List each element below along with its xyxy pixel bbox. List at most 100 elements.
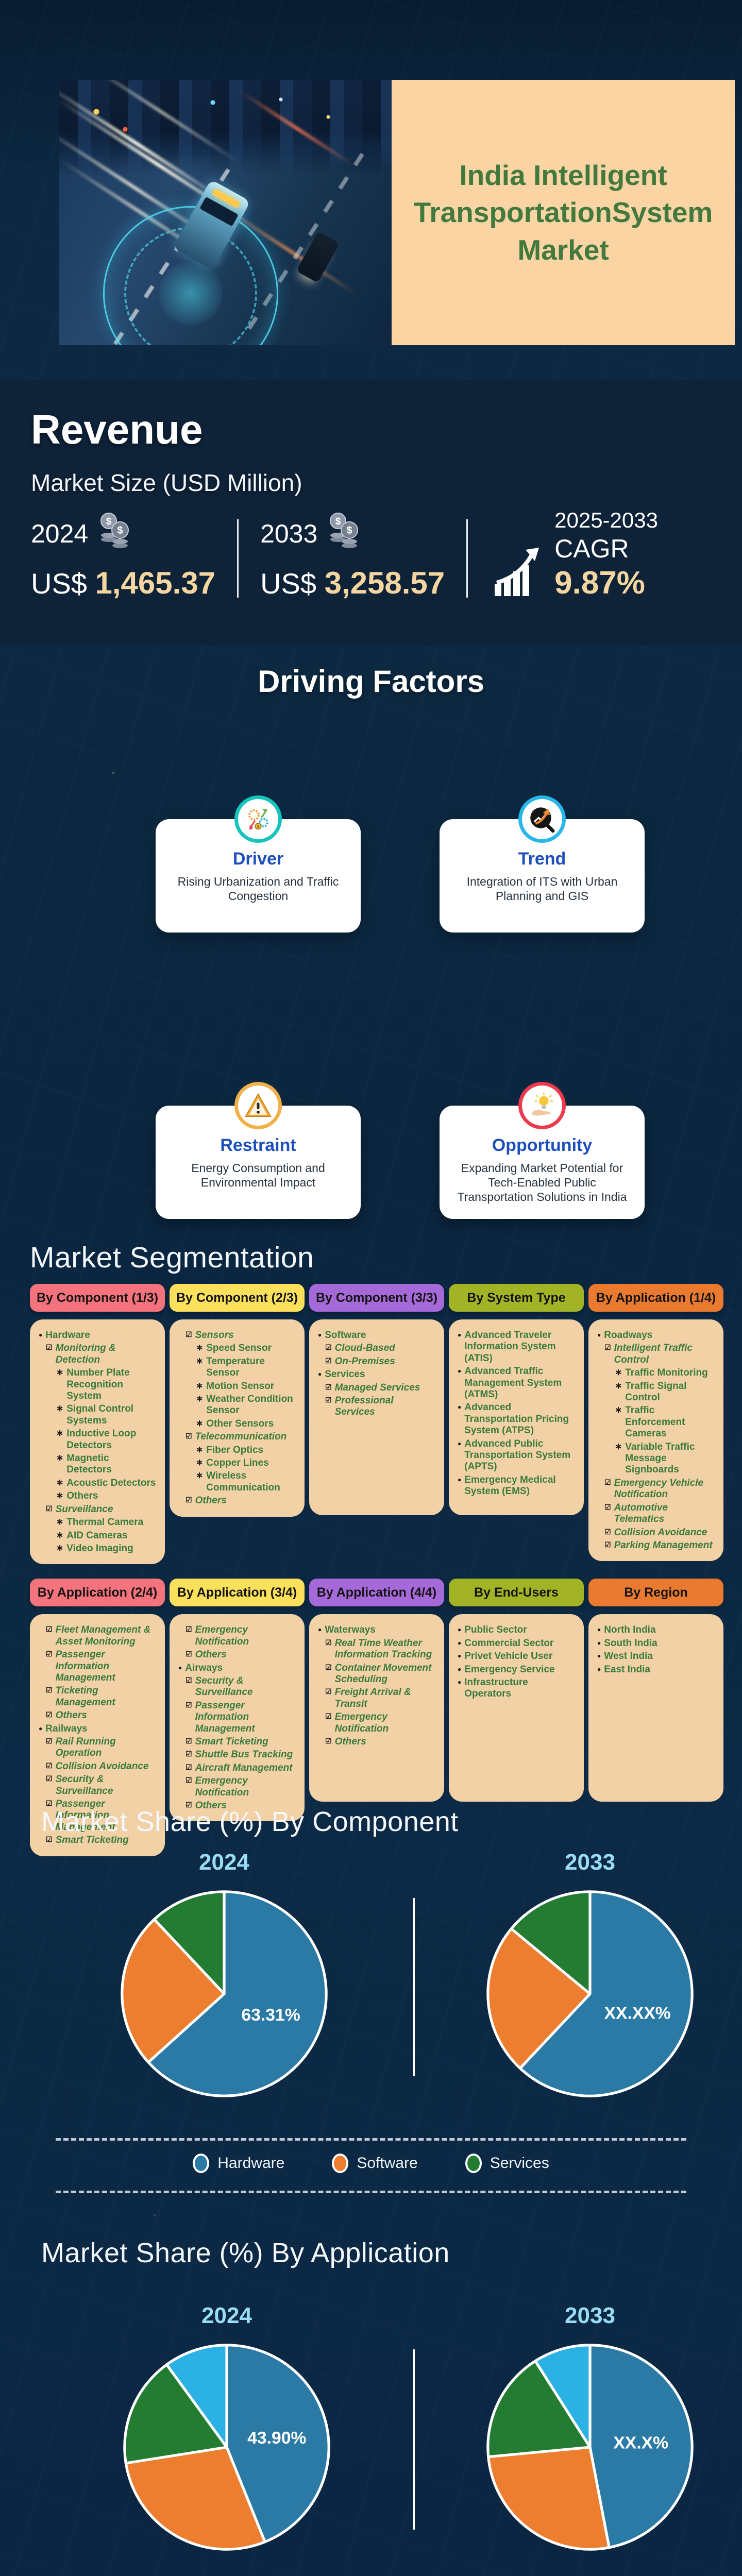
segment-header: By Application (3/4) — [170, 1579, 305, 1607]
list-item-label: Advanced Transportation Pricing System (… — [464, 1402, 569, 1436]
list-item-label: Real Time Weather Information Tracking — [334, 1637, 432, 1660]
stat-2033: 2033 $ $ US$ 3,258.57 — [260, 510, 445, 601]
bullet-icon: ● — [39, 1724, 43, 1732]
list-item: ☑Others — [185, 1495, 296, 1506]
list-item-label: Number Plate Recognition System — [66, 1367, 130, 1402]
segment-column-2: By Component (2/3)☑Sensors∗Speed Sensor∗… — [170, 1284, 305, 1517]
legend-dot — [332, 2154, 349, 2173]
checkbox-icon: ☑ — [185, 1650, 192, 1658]
asterisk-icon: ∗ — [56, 1490, 64, 1501]
gears-arrows-icon: $ — [234, 795, 282, 843]
cagr-period: 2025-2033 — [554, 508, 658, 532]
pie-chart-holder: XX.XX% — [477, 1882, 703, 2106]
checkbox-icon: ☑ — [185, 1776, 192, 1785]
share-application-heading: Market Share (%) By Application — [41, 2238, 450, 2268]
list-item: ●Commercial Sector — [458, 1638, 576, 1649]
coins-icon: $ $ — [97, 510, 130, 558]
list-item: ☑Collision Avoidance — [46, 1761, 157, 1772]
list-item-label: Intelligent Traffic Control — [614, 1343, 693, 1365]
list-item-label: Automotive Telematics — [614, 1502, 668, 1525]
checkbox-icon: ☑ — [185, 1762, 192, 1771]
factor-text: Expanding Market Potential for Tech-Enab… — [457, 1161, 627, 1204]
list-item: ●Emergency Medical System (EMS) — [458, 1475, 576, 1498]
list-item: ☑Parking Management — [604, 1540, 715, 1551]
list-item: ●Advanced Transportation Pricing System … — [458, 1402, 576, 1436]
cagr-block: 2025-2033 CAGR 9.87% — [492, 508, 658, 601]
list-item: ●Roadways — [597, 1330, 715, 1341]
list-item: ☑Freight Arrival & Transit — [325, 1687, 436, 1710]
dashed-divider — [56, 2191, 686, 2193]
cagr-label: CAGR — [554, 534, 629, 564]
growth-chart-icon — [492, 547, 542, 601]
list-item-label: Monitoring & Detection — [55, 1343, 116, 1365]
list-item: ∗Video Imaging — [56, 1543, 157, 1554]
list-item-label: Advanced Traffic Management System (ATMS… — [464, 1366, 562, 1400]
svg-text:$: $ — [106, 516, 112, 527]
pie-year-label: 2033 — [565, 1850, 615, 1875]
cagr-value: 9.87% — [554, 565, 645, 601]
asterisk-icon: ∗ — [196, 1394, 204, 1404]
list-item: ☑Sensors — [185, 1330, 296, 1341]
list-item-label: Video Imaging — [66, 1543, 133, 1554]
segment-list: ●Software☑Cloud-Based☑On-Premises●Servic… — [309, 1319, 444, 1515]
segment-column-5: By Application (1/4)●Roadways☑Intelligen… — [588, 1284, 723, 1562]
list-item-label: Railways — [45, 1723, 88, 1734]
asterisk-icon: ∗ — [196, 1444, 204, 1454]
pie-divider — [413, 2349, 415, 2530]
list-item-label: Passenger Information Management — [195, 1700, 255, 1734]
pie-slice-services — [510, 1890, 592, 1995]
checkbox-icon: ☑ — [185, 1330, 192, 1338]
list-item: ●Emergency Service — [458, 1664, 576, 1675]
checkbox-icon: ☑ — [46, 1686, 53, 1694]
list-item: ∗Fiber Optics — [196, 1445, 296, 1456]
list-item: ☑Others — [325, 1736, 436, 1748]
list-item: ●West India — [597, 1651, 715, 1662]
segment-header: By Application (1/4) — [588, 1284, 723, 1312]
list-item-label: Motion Sensor — [206, 1380, 275, 1392]
pie-chart-2024: 43.90% — [123, 2344, 330, 2551]
list-item: ☑Security & Surveillance — [185, 1675, 296, 1699]
asterisk-icon: ∗ — [56, 1530, 64, 1540]
checkbox-icon: ☑ — [46, 1799, 53, 1807]
list-item: ☑Telecommunication — [185, 1431, 296, 1443]
list-item: ☑Others — [46, 1710, 157, 1721]
list-item-label: Traffic Signal Control — [625, 1380, 687, 1403]
list-item-label: South India — [604, 1637, 657, 1649]
checkbox-icon: ☑ — [185, 1496, 192, 1504]
list-item: ●Infrastructure Operators — [458, 1677, 576, 1700]
list-item-label: Telecommunication — [195, 1431, 287, 1443]
list-item: ☑Professional Services — [325, 1395, 436, 1418]
list-item: ∗Variable Traffic Message Signboards — [615, 1442, 715, 1476]
pie-slice-roadways — [588, 2344, 694, 2549]
list-item-label: Container Movement Scheduling — [334, 1662, 432, 1685]
legend-label: Software — [357, 2155, 418, 2172]
pie-slice-software — [121, 1918, 226, 2064]
list-item: ☑Shuttle Bus Tracking — [185, 1749, 296, 1760]
segmentation-heading: Market Segmentation — [30, 1241, 314, 1274]
asterisk-icon: ∗ — [196, 1343, 204, 1353]
checkbox-icon: ☑ — [325, 1396, 332, 1404]
pie-slice-label: XX.XX% — [604, 2004, 671, 2023]
list-item: ●North India — [597, 1624, 715, 1636]
factor-title: Trend — [518, 849, 566, 869]
list-item-label: Emergency Notification — [195, 1775, 249, 1798]
checkbox-icon: ☑ — [185, 1675, 192, 1684]
checkbox-icon: ☑ — [325, 1638, 332, 1647]
bullet-icon: ● — [318, 1331, 322, 1338]
asterisk-icon: ∗ — [56, 1477, 64, 1487]
pie-slice-label: 63.31% — [241, 2006, 300, 2025]
checkbox-icon: ☑ — [46, 1650, 53, 1658]
list-item-label: Emergency Medical System (EMS) — [464, 1474, 556, 1497]
stat-2024: 2024 $ $ US$ 1,465.37 — [31, 510, 215, 601]
list-item: ●South India — [597, 1638, 715, 1649]
list-item: ●Services — [318, 1369, 436, 1380]
list-item-label: West India — [604, 1651, 653, 1662]
list-item-label: Copper Lines — [206, 1458, 269, 1469]
segment-list: ☑Fleet Management & Asset Monitoring☑Pas… — [30, 1614, 165, 1856]
list-item: ☑Container Movement Scheduling — [325, 1663, 436, 1686]
checkbox-icon: ☑ — [46, 1761, 53, 1770]
segment-header: By System Type — [449, 1284, 584, 1312]
